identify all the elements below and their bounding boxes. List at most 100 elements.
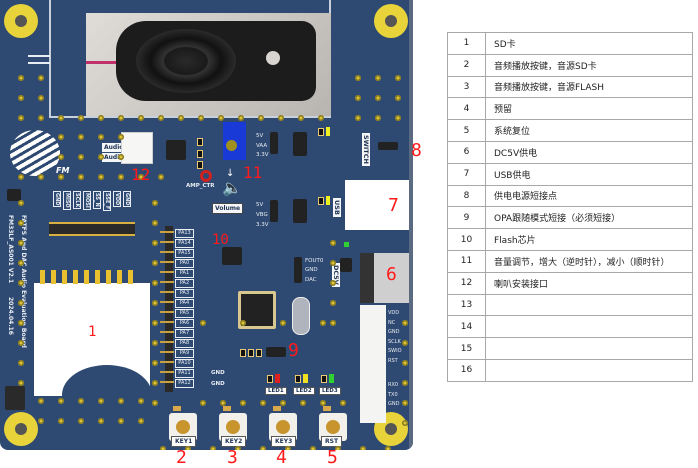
via-dot — [152, 200, 158, 206]
via-dot — [18, 260, 24, 266]
pa-pin-label: PA11 — [175, 369, 194, 378]
pa-pin-label: PA10 — [175, 359, 194, 368]
via-dot — [152, 260, 158, 266]
sd-pin — [51, 270, 56, 284]
row-number: 7 — [447, 162, 486, 186]
pa-pin-label: PA12 — [175, 379, 194, 388]
pa-pin-label: PA4 — [175, 299, 194, 308]
regulator-u7 — [293, 199, 307, 223]
mounting-hole — [4, 4, 38, 38]
via-dot — [318, 115, 324, 121]
dc5v-label: DC5V — [332, 263, 340, 287]
via-dot — [58, 418, 64, 424]
callout-10: 10 — [212, 232, 229, 248]
callout-6: 6 — [386, 264, 397, 285]
row-description: Flash芯片 — [485, 228, 693, 251]
via-dot — [98, 134, 104, 140]
callout-1: 1 — [88, 324, 97, 340]
via-dot — [152, 340, 158, 346]
switch-jumper[interactable] — [378, 142, 398, 150]
row-number: 15 — [447, 337, 486, 360]
via-dot — [178, 115, 184, 121]
via-dot — [18, 380, 24, 386]
via-dot — [240, 400, 246, 406]
header-j3 — [5, 386, 25, 410]
via-dot — [298, 115, 304, 121]
key-capacitor — [223, 406, 231, 411]
amp-ctr-jumper — [200, 170, 212, 182]
swd-pin-label: VDD — [388, 310, 400, 316]
pa-pin — [160, 241, 174, 243]
opa-jumper[interactable] — [266, 347, 286, 357]
via-dot — [395, 75, 401, 81]
speaker-photo — [86, 13, 331, 116]
via-dot — [38, 75, 44, 81]
row-description: 音量调节，增大（逆时针），减小（顺时针） — [485, 249, 693, 273]
via-dot — [38, 174, 44, 180]
resistor — [197, 150, 203, 158]
via-dot — [240, 320, 246, 326]
via-dot — [18, 300, 24, 306]
vaa-jumper[interactable] — [270, 132, 278, 154]
row-description — [485, 315, 693, 339]
callout-2: 2 — [176, 447, 187, 468]
via-dot — [18, 75, 24, 81]
sd-pin — [84, 270, 89, 284]
via-dot — [340, 400, 346, 406]
uart-pin-label: TX0 — [388, 391, 398, 398]
row-number: 8 — [447, 184, 486, 208]
swd-pin-label: RST — [388, 357, 398, 364]
via-dot — [360, 446, 366, 450]
pa-pin — [160, 281, 174, 283]
vaa-5v-label: 5V — [256, 133, 264, 139]
vbg-jumper[interactable] — [270, 200, 278, 222]
via-dot — [152, 240, 158, 246]
key-label: KEY3 — [271, 436, 297, 447]
amp-chip — [166, 140, 186, 160]
via-dot — [152, 360, 158, 366]
via-dot — [38, 95, 44, 101]
row-description — [485, 337, 693, 360]
callout-7: 7 — [388, 195, 399, 216]
volume-potentiometer[interactable] — [223, 122, 246, 160]
speaker-connector — [121, 132, 153, 164]
flash-chip — [222, 247, 242, 265]
led-resistor — [295, 375, 301, 383]
volume-label: Volume — [212, 203, 244, 214]
led-resistor — [321, 375, 327, 383]
via-dot — [258, 115, 264, 121]
via-dot — [78, 154, 84, 160]
diode — [340, 258, 352, 272]
via-dot — [330, 260, 336, 266]
sd-slot-notch — [62, 365, 152, 425]
pa-pin — [160, 371, 174, 373]
row-description: 喇叭安装接口 — [485, 271, 693, 295]
via-dot — [18, 320, 24, 326]
row-description — [485, 293, 693, 317]
indicator-led — [318, 128, 324, 136]
dac-header[interactable] — [294, 257, 302, 283]
pa-pin — [160, 251, 174, 253]
via-dot — [330, 280, 336, 286]
via-dot — [158, 174, 164, 180]
key-label: KEY1 — [171, 436, 197, 447]
via-dot — [152, 280, 158, 286]
power-led — [326, 127, 330, 136]
mounting-hole — [374, 4, 408, 38]
led-1 — [275, 374, 280, 383]
spi-pin-label: SS_N — [93, 191, 101, 209]
pa-pin — [160, 361, 174, 363]
via-dot — [138, 418, 144, 424]
via-dot — [58, 154, 64, 160]
pa-pin-label: PA3 — [175, 289, 194, 298]
power-led — [326, 196, 330, 205]
via-dot — [278, 115, 284, 121]
table-row: 15 — [447, 337, 693, 360]
